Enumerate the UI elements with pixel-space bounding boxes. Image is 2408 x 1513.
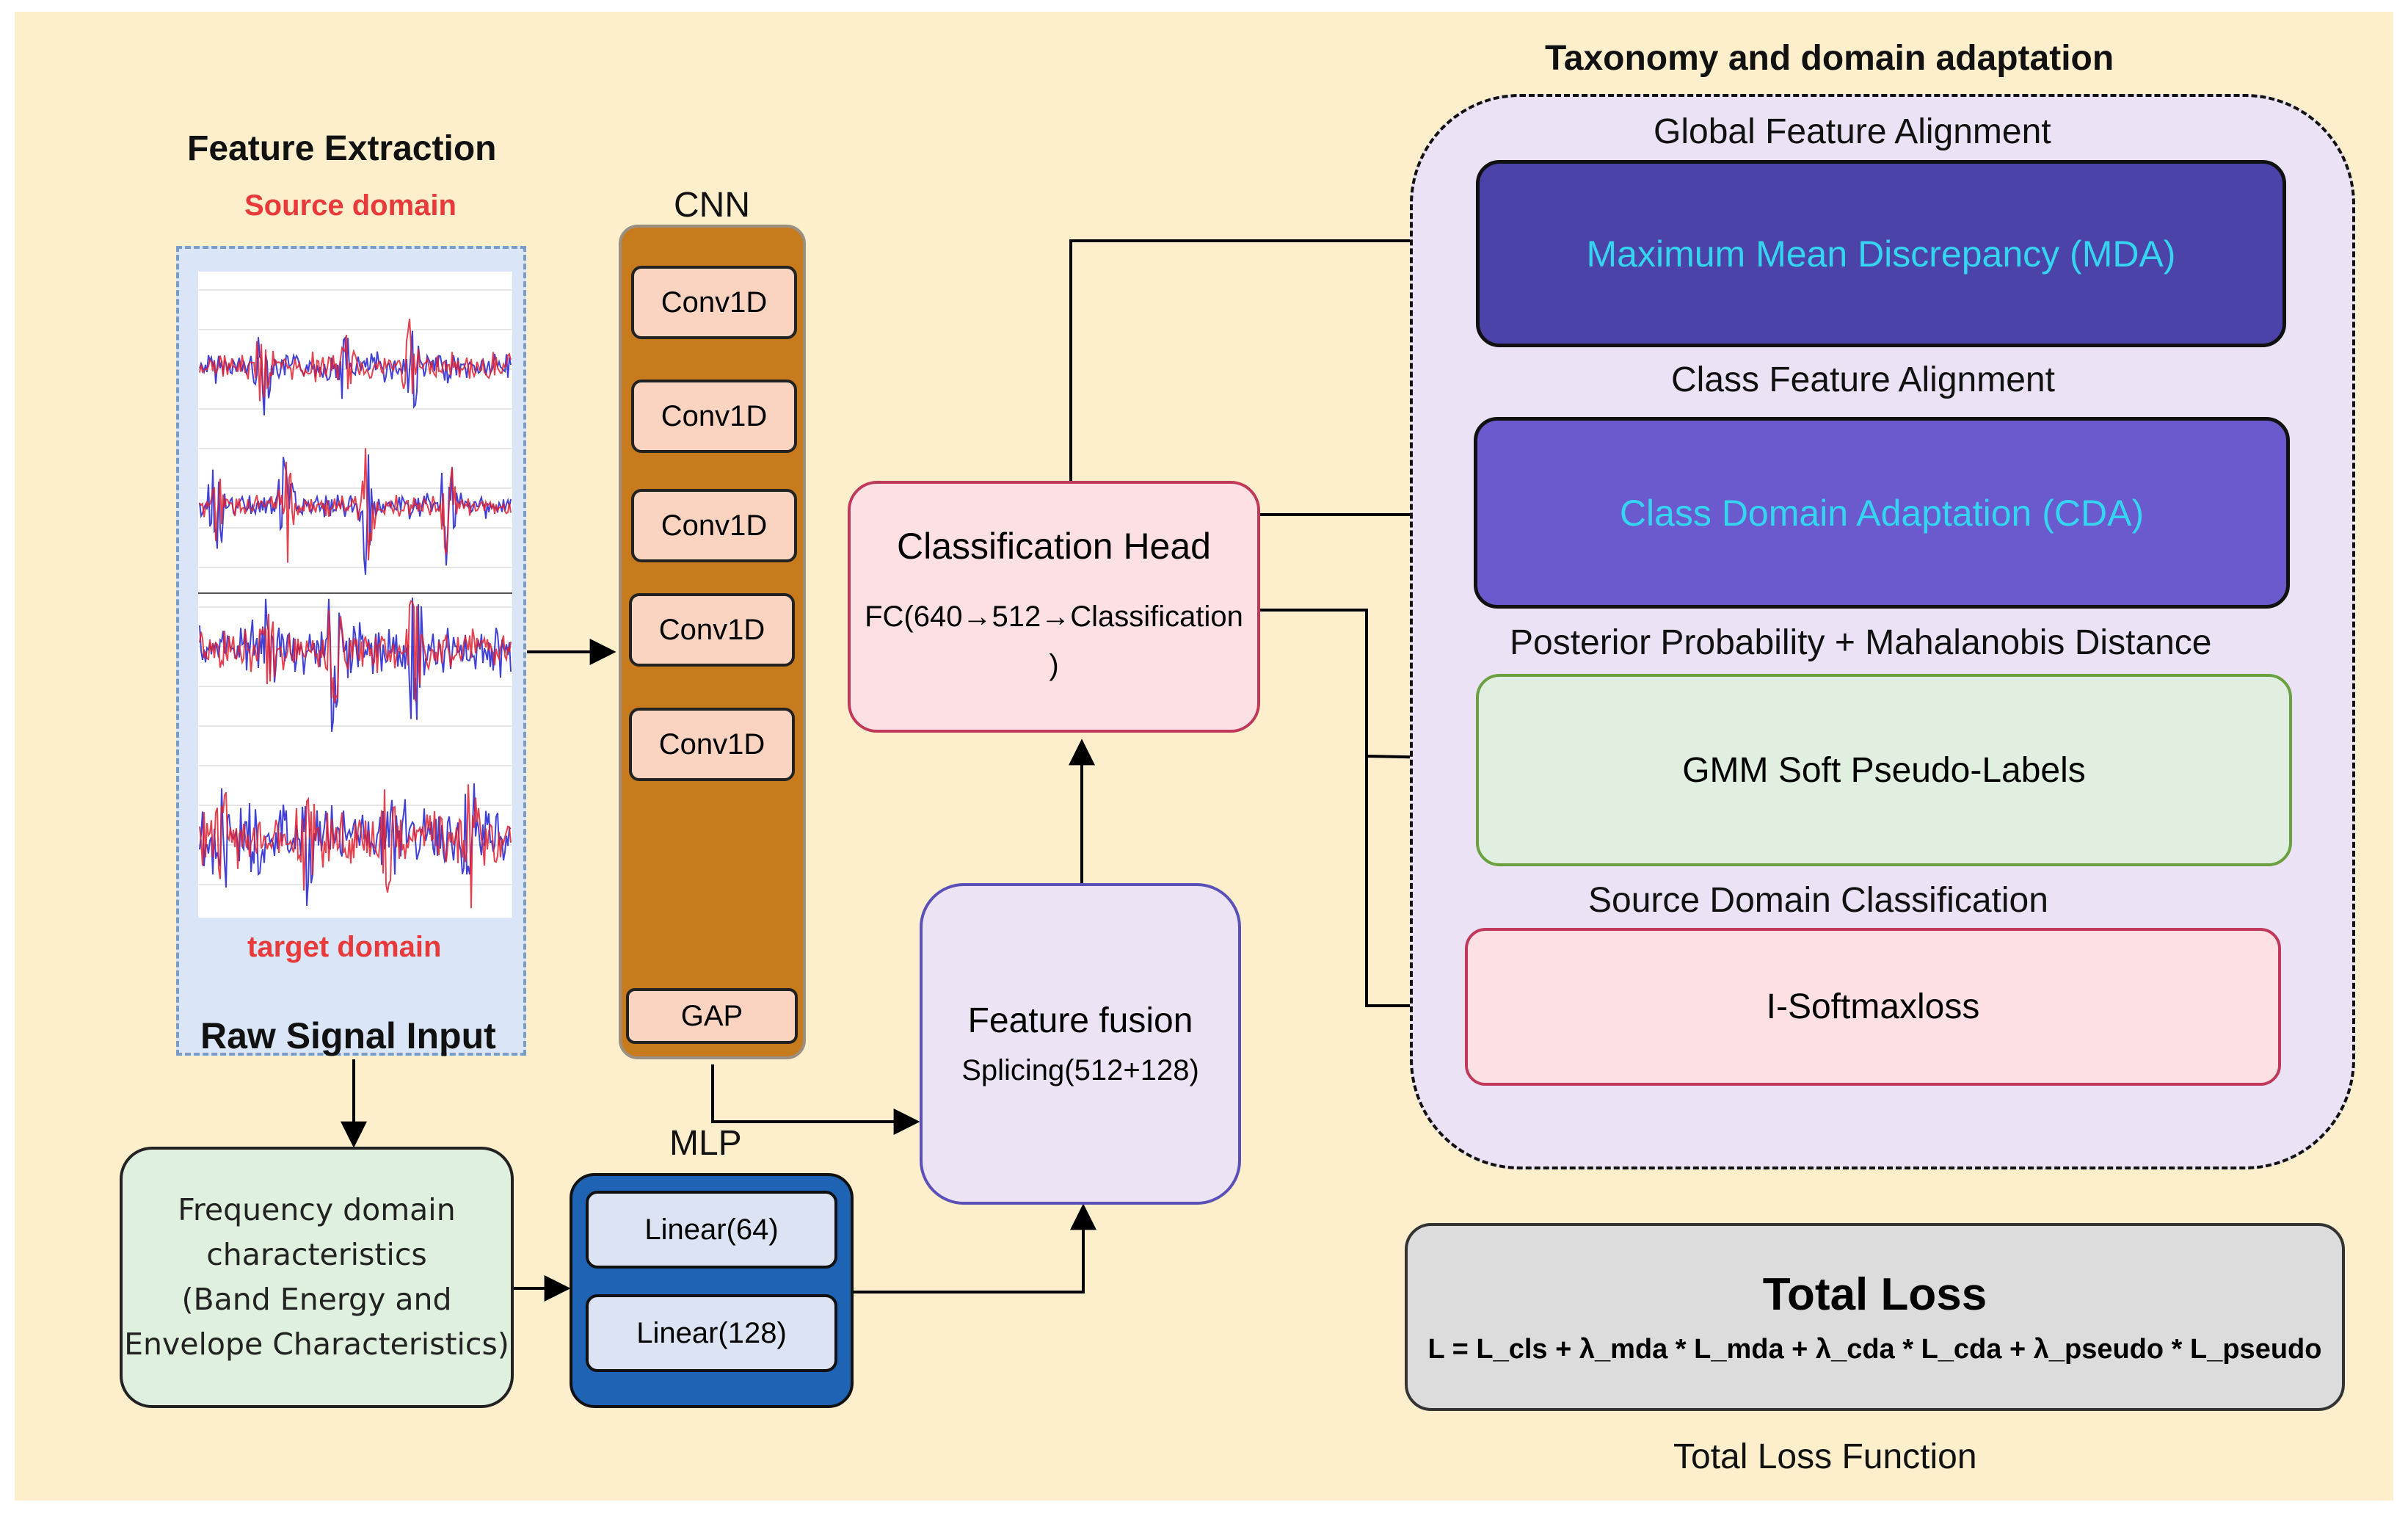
gmm-box: GMM Soft Pseudo-Labels [1476,674,2292,866]
gap-layer: GAP [626,988,798,1044]
fusion-title: Feature fusion [967,1001,1193,1040]
linear-128-layer: Linear(128) [586,1294,837,1372]
arrow-mlp-to-fusion [854,1203,1096,1294]
classification-head-title: Classification Head [897,525,1211,567]
posterior-label: Posterior Probability + Mahalanobis Dist… [1510,623,2212,662]
signal-plot-panel [198,272,512,918]
source-domain-label: Source domain [244,189,456,222]
frequency-line-3: (Band Energy and [181,1282,452,1317]
arrow-cnn-to-fusion [711,1064,920,1135]
frequency-line-1: Frequency domain [178,1192,456,1227]
source-classification-label: Source Domain Classification [1588,881,2048,920]
raw-signal-input-label: Raw Signal Input [200,1015,496,1056]
signal-trace-1-red [199,319,512,402]
mda-box: Maximum Mean Discrepancy (MDA) [1476,160,2286,347]
class-alignment-label: Class Feature Alignment [1671,360,2055,399]
mlp-title: MLP [669,1124,742,1163]
signal-trace-2-red [199,448,512,563]
softmax-box: I-Softmaxloss [1465,928,2281,1086]
cnn-title: CNN [674,186,750,225]
feature-fusion-box: Feature fusion Splicing(512+128) [920,883,1241,1205]
feature-extraction-title: Feature Extraction [187,129,497,168]
signal-trace-3-red [199,600,512,704]
classification-head-box: Classification Head FC(640→512→Classific… [848,481,1260,733]
arrow-head-to-mda [1069,228,1479,481]
frequency-line-4: Envelope Characteristics) [124,1327,509,1362]
conv1d-layer-1: Conv1D [631,266,797,339]
linear-64-layer: Linear(64) [586,1191,837,1269]
total-loss-caption: Total Loss Function [1673,1437,1977,1476]
classification-head-fc-close: ) [1049,648,1059,681]
total-loss-title: Total Loss [1762,1269,1987,1320]
conv1d-layer-3: Conv1D [631,489,797,562]
adaptation-title: Taxonomy and domain adaptation [1545,39,2114,78]
global-alignment-label: Global Feature Alignment [1654,112,2051,151]
frequency-line-2: characteristics [206,1237,427,1272]
total-loss-box: Total Loss L = L_cls + λ_mda * L_mda + λ… [1405,1223,2345,1411]
conv1d-layer-2: Conv1D [631,380,797,453]
fusion-subtitle: Splicing(512+128) [961,1054,1199,1086]
cda-box: Class Domain Adaptation (CDA) [1474,417,2290,609]
total-loss-formula: L = L_cls + λ_mda * L_mda + λ_cda * L_cd… [1427,1334,2322,1365]
conv1d-layer-5: Conv1D [629,708,795,781]
target-domain-label: target domain [247,931,442,963]
signal-trace-2-blue [199,454,512,575]
frequency-domain-box: Frequency domain characteristics (Band E… [120,1147,514,1408]
classification-head-fc-line: FC(640→512→Classification [865,600,1243,633]
signal-trace-4-red [199,784,512,909]
conv1d-layer-4: Conv1D [629,593,795,667]
